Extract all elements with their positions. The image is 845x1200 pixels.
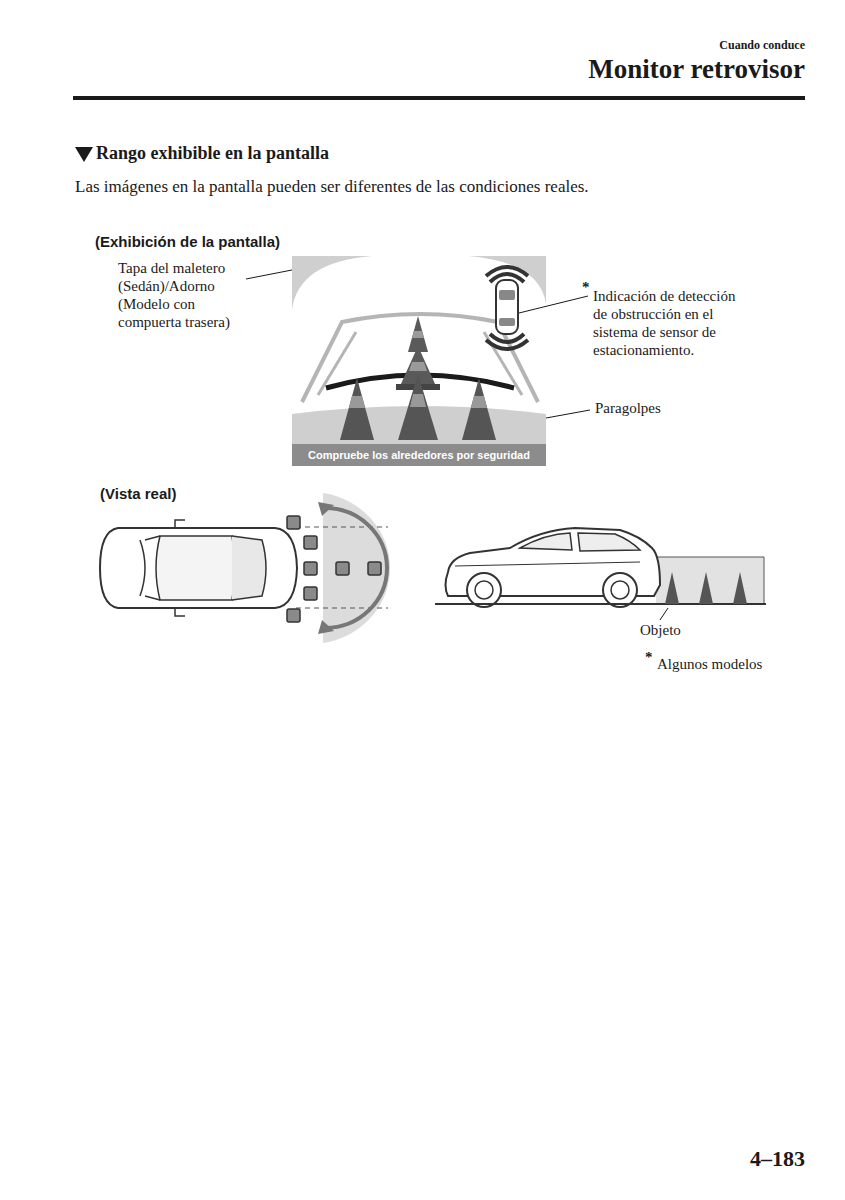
top-view-car <box>100 493 390 643</box>
footnote-mark: * <box>582 279 590 296</box>
footnote-text: Algunos modelos <box>657 656 762 673</box>
callout-label: Indicación de detección de obstrucción e… <box>593 287 743 359</box>
side-view-car <box>435 528 766 620</box>
figure-caption: (Exhibición de la pantalla) <box>95 233 280 250</box>
leader-line <box>519 296 588 313</box>
screen-display <box>292 256 546 466</box>
page-number: 4–183 <box>750 1146 805 1172</box>
footnote-mark: * <box>645 649 653 666</box>
band-text: Compruebe los alrededores por seguridad <box>308 449 530 461</box>
section-heading: Rango exhibible en la pantalla <box>96 143 329 164</box>
callout-label: Objeto <box>640 622 681 639</box>
section-header: Cuando conduce <box>719 38 805 53</box>
leader-line <box>246 270 292 279</box>
header-rule <box>73 96 805 100</box>
body-text: Las imágenes en la pantalla pueden ser d… <box>75 177 589 197</box>
page-title: Monitor retrovisor <box>588 54 805 85</box>
figure-caption: (Vista real) <box>100 485 176 502</box>
leader-line <box>546 410 590 418</box>
warning-band: Compruebe los alrededores por seguridad <box>292 444 546 466</box>
heading-triangle <box>75 147 93 162</box>
callout-label: Paragolpes <box>595 400 661 417</box>
callout-label: Tapa del maletero (Sedán)/Adorno (Modelo… <box>118 259 254 331</box>
